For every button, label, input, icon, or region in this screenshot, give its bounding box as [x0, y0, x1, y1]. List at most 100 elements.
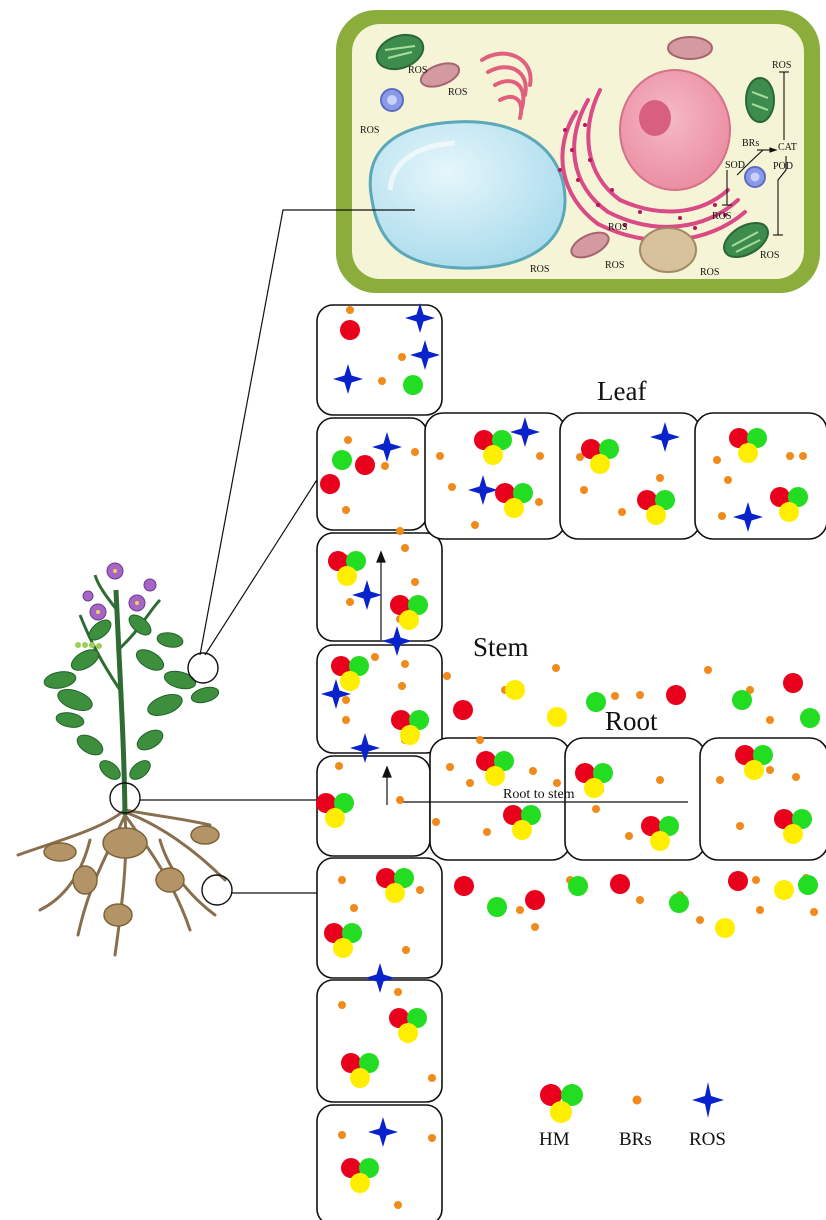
hm-yellow-atom [779, 502, 799, 522]
brs-dot [696, 916, 704, 924]
label-root: Root [605, 706, 658, 736]
plant-stem [116, 590, 125, 815]
hm-green-atom [332, 450, 352, 470]
label-leaf: Leaf [597, 376, 646, 406]
hm-yellow-atom [512, 820, 532, 840]
hm-green-atom [798, 875, 818, 895]
hm-yellow-atom [333, 938, 353, 958]
brs-dot [402, 946, 410, 954]
brs-dot [766, 716, 774, 724]
brs-dot [552, 664, 560, 672]
brs-dot [466, 779, 474, 787]
hm-yellow-atom [340, 671, 360, 691]
brs-dot [529, 767, 537, 775]
brs-dot [704, 666, 712, 674]
amyloplast [640, 228, 696, 272]
brs-dot [342, 696, 350, 704]
brs-dot [535, 498, 543, 506]
hm-green-atom [732, 690, 752, 710]
hm-yellow-atom [504, 498, 524, 518]
brs-dot [401, 660, 409, 668]
brs-dot [398, 682, 406, 690]
brs-dot [344, 436, 352, 444]
brs-dot [799, 452, 807, 460]
brs-dot [718, 512, 726, 520]
label-ros-1: ROS [408, 65, 427, 76]
legend-brs-label: BRs [619, 1129, 652, 1150]
nucleolus [639, 100, 671, 136]
brs-dot [531, 923, 539, 931]
brs-dot [346, 306, 354, 314]
brs-dot [448, 483, 456, 491]
hm-red-atom [453, 700, 473, 720]
brs-dot [342, 506, 350, 514]
hm-red-atom [728, 871, 748, 891]
hm-yellow-atom [584, 778, 604, 798]
label-sod: SOD [725, 160, 745, 171]
legend-hm-label: HM [539, 1129, 570, 1150]
brs-dot [381, 462, 389, 470]
hm-yellow-atom [398, 1023, 418, 1043]
chloroplast-right [746, 78, 774, 122]
brs-dot [766, 766, 774, 774]
brs-dot [338, 1131, 346, 1139]
brs-dot [338, 876, 346, 884]
hm-yellow-atom [738, 443, 758, 463]
brs-dot [396, 796, 404, 804]
brs-dot [428, 1134, 436, 1142]
legend: HM BRs ROS [539, 1082, 726, 1150]
brs-dot [411, 578, 419, 586]
label-ros-4: ROS [712, 211, 731, 222]
brs-dot [471, 521, 479, 529]
brs-dot [342, 716, 350, 724]
label-ros-8: ROS [700, 267, 719, 278]
plant-flowers [83, 563, 156, 620]
brs-dot [713, 456, 721, 464]
brs-dot [338, 1001, 346, 1009]
hm-yellow-atom [385, 883, 405, 903]
hm-yellow-atom [325, 808, 345, 828]
brs-dot [394, 988, 402, 996]
label-root-to-stem: Root to stem [503, 787, 575, 802]
brs-dot [636, 691, 644, 699]
hm-yellow-atom [715, 918, 735, 938]
brs-dot [656, 474, 664, 482]
brs-dot [536, 452, 544, 460]
label-stem: Stem [473, 632, 529, 662]
label-ros-top-right: ROS [772, 60, 791, 71]
brs-dot [516, 906, 524, 914]
label-ros-7: ROS [605, 260, 624, 271]
hm-yellow-atom [774, 880, 794, 900]
hm-yellow-atom [650, 831, 670, 851]
brs-dot [398, 353, 406, 361]
label-ros-6: ROS [530, 264, 549, 275]
label-brs: BRs [742, 138, 759, 149]
brs-dot [580, 486, 588, 494]
nucleus [620, 70, 730, 190]
brs-dot [483, 828, 491, 836]
hm-yellow-atom [744, 760, 764, 780]
brs-dot [724, 476, 732, 484]
brs-dot [611, 692, 619, 700]
brs-dot [428, 1074, 436, 1082]
brs-dot [476, 736, 484, 744]
brs-dot [335, 762, 343, 770]
brs-dot [411, 448, 419, 456]
label-pod: POD [773, 161, 793, 172]
hm-green-atom [403, 375, 423, 395]
hm-yellow-atom [350, 1173, 370, 1193]
brs-dot [436, 452, 444, 460]
hm-yellow-atom [547, 707, 567, 727]
tubers [44, 826, 219, 926]
brs-dot [371, 653, 379, 661]
hm-yellow-atom [483, 445, 503, 465]
potato-plant [18, 563, 232, 955]
hm-yellow-atom [783, 824, 803, 844]
brs-dot [592, 805, 600, 813]
hm-green-atom [487, 897, 507, 917]
legend-ros-label: ROS [689, 1129, 726, 1150]
brs-dot [636, 896, 644, 904]
brs-dot [752, 876, 760, 884]
hm-red-atom [454, 876, 474, 896]
